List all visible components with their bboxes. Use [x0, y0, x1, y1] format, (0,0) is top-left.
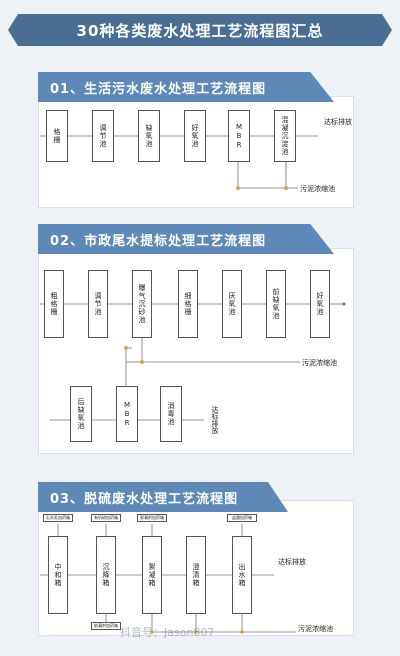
page-title: 30种各类废水处理工艺流程图汇总	[8, 14, 392, 46]
flow-box-fine-screen: 细格栅	[178, 270, 198, 338]
reagent-box-hydrochloric-acid: 盐酸加药箱	[227, 514, 257, 522]
section-3-title: 03、脱硫废水处理工艺流程图	[38, 482, 288, 512]
flow-box-pre-anoxic-tank: 前缺氧池	[266, 270, 286, 338]
sludge-label-3: 污泥浓缩池	[298, 625, 333, 633]
flow-box-settling-tank: 沉降箱	[96, 536, 116, 614]
flow-box-clarifier-tank: 澄清箱	[186, 536, 206, 614]
reagent-box-lime: 石灰乳加药箱	[43, 514, 73, 522]
section-1-title: 01、生活污水废水处理工艺流程图	[38, 72, 334, 102]
flow-box-anaerobic-tank: 厌氧池	[222, 270, 242, 338]
flow-box-anoxic-tank: 缺氧池	[138, 110, 160, 162]
flow-box-flocculation-tank: 絮凝箱	[142, 536, 162, 614]
section-2-title: 02、市政尾水提标处理工艺流程图	[38, 224, 334, 254]
flow-box-post-anoxic-tank: 后缺氧池	[70, 386, 92, 442]
outlet-label-2: 达标排放	[211, 406, 219, 434]
flow-box-coarse-screen: 粗格栅	[44, 270, 64, 338]
watermark: 抖音号：Jason807	[120, 626, 215, 639]
sludge-label-2: 污泥浓缩池	[302, 359, 337, 367]
flow-box-disinfection-tank: 消毒池	[160, 386, 182, 442]
reagent-box-organic-sulfur: 有机硫加药箱	[91, 514, 121, 522]
flow-box-effluent-tank: 出水箱	[232, 536, 252, 614]
outlet-label-3: 达标排放	[278, 558, 306, 566]
flow-box-equalization-tank: 调节池	[92, 110, 114, 162]
flow-box-screen: 格栅	[46, 110, 68, 162]
flow-box-mbr: MBR	[228, 110, 250, 162]
sludge-label-1: 污泥浓缩池	[300, 185, 335, 193]
flow-box-aerobic-tank-2: 好氧池	[310, 270, 330, 338]
reagent-box-coagulant-aid: 助凝剂加药箱	[91, 622, 121, 630]
reagent-box-flocculant: 絮凝剂加药箱	[137, 514, 167, 522]
flow-box-coagulation-tank: 混凝沉淀池	[274, 110, 296, 162]
flow-box-mbr-2: MBR	[116, 386, 138, 442]
flow-box-neutralization-tank: 中和箱	[48, 536, 68, 614]
outlet-label-1: 达标排放	[324, 118, 352, 126]
flow-box-aerated-grit-chamber: 曝气沉砂池	[132, 270, 152, 338]
flow-box-equalization-tank-2: 调节池	[88, 270, 108, 338]
flow-box-aerobic-tank: 好氧池	[184, 110, 206, 162]
